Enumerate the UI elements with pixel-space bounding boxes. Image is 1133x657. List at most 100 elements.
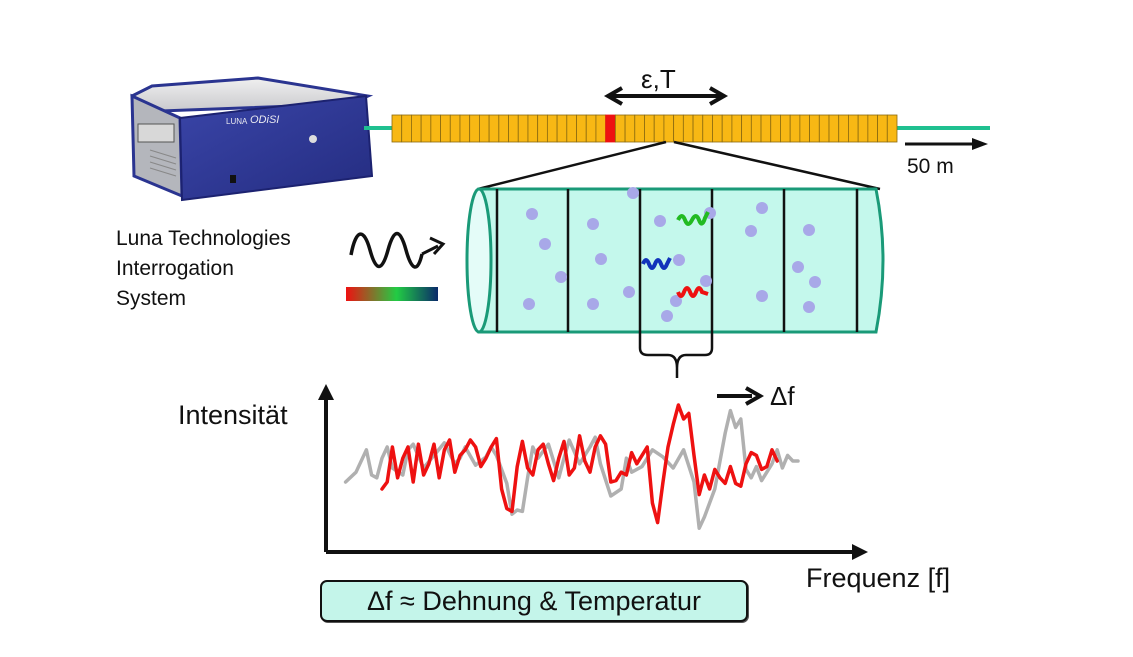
scatterer-dot (623, 286, 635, 298)
fiber-core (465, 187, 885, 334)
grating-segment (818, 114, 830, 143)
device-product: ODiSI (250, 114, 279, 126)
scatterer-dot (526, 208, 538, 220)
grating-segment (595, 114, 607, 143)
grating-segment (556, 114, 568, 143)
scatterer-dot (587, 298, 599, 310)
strain-temp-arrow-icon (603, 86, 729, 106)
grating-segment (537, 114, 548, 143)
grating-segment-highlight (605, 114, 616, 143)
grating-segment (828, 114, 840, 143)
grating-segment (527, 114, 539, 143)
grating-segment (663, 114, 675, 143)
y-axis-arrow-icon (318, 384, 334, 400)
grating-segment (692, 114, 704, 143)
shift-label: Δf (770, 381, 795, 411)
device-key-icon (309, 135, 317, 143)
grating-segment (770, 114, 781, 143)
grating-segment (576, 114, 587, 143)
grating-segment (430, 114, 441, 143)
grating-segment (838, 114, 849, 143)
scatterer-dot (792, 261, 804, 273)
grating-segment (634, 114, 645, 143)
grating-segment (857, 114, 869, 143)
scatterer-dot (539, 238, 551, 250)
grating-segment (498, 114, 509, 143)
x-axis-arrow-icon (852, 544, 868, 560)
grating-segment (809, 114, 820, 143)
device-power-switch (230, 175, 236, 183)
grating-segment (848, 114, 859, 143)
spectrum-chart (318, 384, 868, 560)
device-label-line: Interrogation (116, 257, 234, 280)
scatterer-dot (587, 218, 599, 230)
scatterer-dot (673, 254, 685, 266)
grating-segment (488, 114, 500, 143)
grating-segment (391, 114, 403, 143)
grating-segment (459, 114, 471, 143)
grating-segment (702, 114, 713, 143)
grating-segment (867, 114, 878, 143)
scatterer-dot (803, 224, 815, 236)
grating-segment (614, 114, 626, 143)
grating-segment (750, 114, 762, 143)
grating-segment (411, 114, 422, 143)
grating-segment (566, 114, 577, 143)
grating-segment (517, 114, 529, 143)
fiber-grating (391, 114, 898, 143)
grating-segment (508, 114, 519, 143)
interrogator-device: LUNA ODiSI (130, 76, 374, 202)
grating-segment (653, 114, 665, 143)
grating-segment (741, 114, 752, 143)
grating-segment (420, 114, 432, 143)
scatterer-dot (555, 271, 567, 283)
formula-box: Δf ≈ Dehnung & Temperatur (320, 580, 748, 622)
scatterer-dot (523, 298, 535, 310)
scatterer-dot (595, 253, 607, 265)
grating-segment (886, 114, 898, 143)
scatterer-dot (654, 215, 666, 227)
scatterers (523, 187, 821, 322)
device-label-line: Luna Technologies (116, 227, 291, 250)
grating-segment (799, 114, 810, 143)
grating-segment (449, 114, 461, 143)
device-label-line: System (116, 287, 187, 310)
grating-segment (760, 114, 772, 143)
scatterer-dot (756, 290, 768, 302)
section-brace (638, 332, 714, 378)
zoom-line-left (477, 140, 667, 191)
grating-segment (673, 114, 684, 143)
light-wave-icon (349, 231, 446, 269)
shift-arrow-icon (717, 386, 765, 406)
device-label: Luna Technologies Interrogation System (116, 224, 291, 314)
x-axis-label: Frequenz [f] (806, 563, 951, 593)
scatterer-dot (803, 301, 815, 313)
photon-red-icon (676, 286, 709, 298)
grating-segment (440, 114, 451, 143)
grating-segment (682, 114, 694, 143)
grating-segment (731, 114, 743, 143)
grating-segment (624, 114, 636, 143)
y-axis-label: Intensität (178, 400, 288, 430)
scatterer-dot (809, 276, 821, 288)
grating-segment (877, 114, 888, 143)
device-brand: LUNA (226, 117, 248, 126)
photon-blue-icon (641, 257, 672, 270)
scatterer-dot (661, 310, 673, 322)
strain-temp-label: ε,T (641, 64, 676, 94)
scatterer-dot (756, 202, 768, 214)
zoom-line-right (673, 140, 881, 191)
grating-segment (546, 114, 558, 143)
grating-segment (469, 114, 480, 143)
grating-segment (401, 114, 412, 143)
grating-segment (789, 114, 801, 143)
scatterer-dot (627, 187, 639, 199)
grating-segment (585, 114, 597, 143)
scatterer-dot (745, 225, 757, 237)
series-line-shifted (380, 403, 779, 525)
distance-arrow-icon (905, 138, 988, 150)
grating-segment (721, 114, 733, 143)
spectrum-bar (346, 287, 438, 301)
scatterer-dot (670, 295, 682, 307)
